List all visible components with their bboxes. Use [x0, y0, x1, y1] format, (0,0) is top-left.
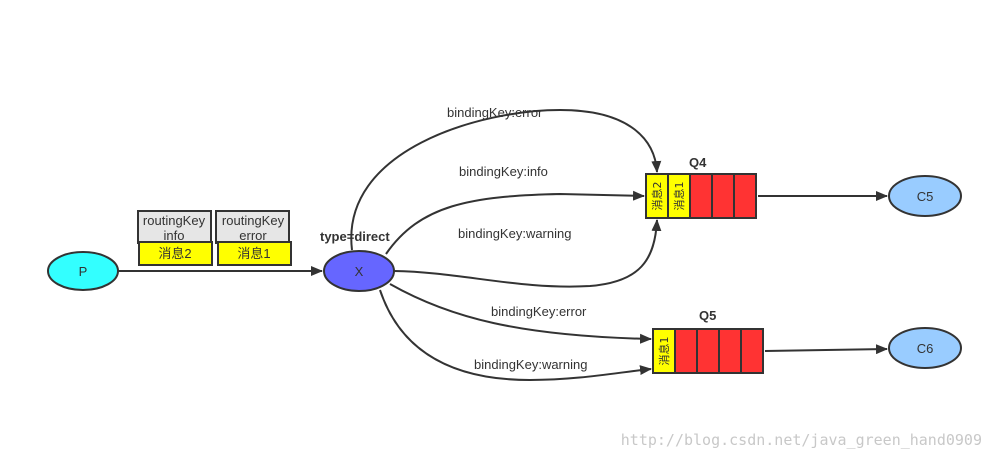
edge-x-q5-warning	[379, 289, 652, 382]
binding-label-q4-info: bindingKey:info	[459, 164, 548, 179]
edge-x-q4-info	[385, 190, 645, 255]
consumer-c5-label: C5	[917, 189, 934, 204]
watermark: http://blog.csdn.net/java_green_hand0909	[621, 431, 982, 449]
queue-empty-slot	[696, 328, 720, 374]
exchange-node[interactable]: X	[323, 250, 395, 292]
queue-q4-name: Q4	[689, 155, 707, 170]
consumer-c6-label: C6	[917, 341, 934, 356]
queue-q4[interactable]: 消息2 消息1	[645, 173, 757, 219]
queue-q5-name: Q5	[699, 308, 716, 323]
producer-node[interactable]: P	[47, 251, 119, 291]
exchange-type-label: type=direct	[320, 229, 390, 244]
binding-label-q5-warning: bindingKey:warning	[474, 357, 587, 372]
edge-x-q5-error	[389, 283, 652, 344]
consumer-c6-node[interactable]: C6	[888, 327, 962, 369]
message-routing-info: routingKey info 消息2	[137, 210, 213, 266]
queue-q5[interactable]: 消息1	[652, 328, 764, 374]
message-body: 消息2	[158, 246, 191, 261]
binding-label-q5-error: bindingKey:error	[491, 304, 587, 319]
queue-empty-slot	[718, 328, 742, 374]
queue-empty-slot	[689, 173, 713, 219]
message-routing-error: routingKey error 消息1	[215, 210, 292, 266]
message-header-value: info	[164, 228, 185, 243]
edge-q5-c6	[764, 344, 888, 355]
queue-message-label: 消息1	[657, 337, 671, 366]
message-header-key: routingKey	[222, 213, 285, 228]
queue-message-label: 消息2	[650, 182, 664, 211]
queue-empty-slot	[740, 328, 764, 374]
edge-x-q4-warning	[393, 219, 662, 288]
queue-message-label: 消息1	[672, 182, 686, 211]
queue-empty-slot	[711, 173, 735, 219]
message-body: 消息1	[237, 246, 270, 261]
message-header-value: error	[239, 228, 267, 243]
queue-empty-slot	[674, 328, 698, 374]
consumer-c5-node[interactable]: C5	[888, 175, 962, 217]
edge-x-q4-error	[350, 108, 662, 251]
queue-empty-slot	[733, 173, 757, 219]
message-header-key: routingKey	[143, 213, 206, 228]
binding-label-q4-warning: bindingKey:warning	[458, 226, 571, 241]
producer-label: P	[79, 264, 88, 279]
exchange-label: X	[355, 264, 364, 279]
binding-label-q4-error: bindingKey:error	[447, 105, 543, 120]
